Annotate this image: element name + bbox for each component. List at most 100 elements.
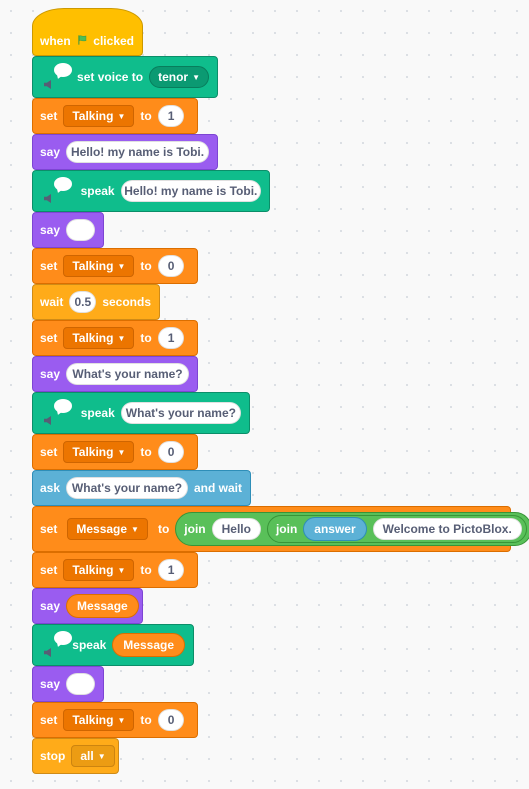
say-label: say	[40, 367, 61, 381]
speak-text-input[interactable]: Hello! my name is Tobi.	[120, 180, 261, 202]
set-variable-block[interactable]: set Message▼ to join Hello join answer W…	[32, 506, 529, 552]
stop-label: stop	[40, 749, 66, 763]
say-text-input[interactable]	[66, 673, 95, 695]
chevron-down-icon: ▼	[117, 261, 126, 271]
value-input[interactable]: 0	[157, 441, 185, 463]
to-label: to	[140, 331, 152, 345]
variable-dropdown[interactable]: Talking▼	[63, 441, 135, 463]
join-operator[interactable]: join Hello join answer Welcome to PictoB…	[175, 512, 529, 546]
when-label: when	[40, 34, 71, 48]
text-to-speech-icon	[42, 399, 75, 427]
say-label: say	[40, 599, 61, 613]
join-label: join	[275, 522, 298, 536]
green-flag-icon	[78, 35, 86, 45]
set-label: set	[40, 445, 58, 459]
say-label: say	[40, 145, 61, 159]
say-block[interactable]: say	[32, 212, 104, 248]
set-variable-block[interactable]: set Talking▼ to 1	[32, 552, 198, 588]
and-wait-label: and wait	[193, 481, 242, 495]
value-input[interactable]: 0	[157, 255, 185, 277]
variable-dropdown[interactable]: Message▼	[67, 518, 148, 540]
when-flag-clicked-block[interactable]: when clicked	[32, 8, 143, 56]
variable-name: Talking	[72, 713, 114, 727]
variable-name: Message	[76, 522, 128, 536]
set-label: set	[40, 522, 58, 536]
chevron-down-icon: ▼	[97, 751, 106, 761]
stop-option-dropdown[interactable]: all▼	[71, 745, 115, 767]
chevron-down-icon: ▼	[117, 111, 126, 121]
speak-block[interactable]: speak What's your name?	[32, 392, 250, 434]
speak-block[interactable]: speak Message	[32, 624, 194, 666]
set-variable-block[interactable]: set Talking▼ to 1	[32, 320, 198, 356]
text-to-speech-icon	[42, 177, 75, 205]
to-label: to	[140, 259, 152, 273]
text-to-speech-icon	[42, 63, 72, 91]
set-variable-block[interactable]: set Talking▼ to 0	[32, 434, 198, 470]
variable-name: Talking	[72, 445, 114, 459]
say-block[interactable]: say Message	[32, 588, 143, 624]
say-block[interactable]: say	[32, 666, 104, 702]
set-variable-block[interactable]: set Talking▼ to 1	[32, 98, 198, 134]
join-operator[interactable]: join answer Welcome to PictoBlox.	[266, 515, 527, 543]
clicked-label: clicked	[93, 34, 134, 48]
answer-reporter[interactable]: answer	[303, 517, 367, 541]
to-label: to	[140, 445, 152, 459]
set-variable-block[interactable]: set Talking▼ to 0	[32, 248, 198, 284]
join-label: join	[184, 522, 206, 536]
stop-block[interactable]: stop all▼	[32, 738, 119, 774]
chevron-down-icon: ▼	[131, 524, 139, 534]
say-block[interactable]: say What's your name?	[32, 356, 198, 392]
message-reporter[interactable]: Message	[66, 594, 139, 618]
set-label: set	[40, 109, 58, 123]
variable-name: Talking	[72, 563, 114, 577]
ask-and-wait-block[interactable]: ask What's your name? and wait	[32, 470, 251, 506]
say-text-input[interactable]: What's your name?	[66, 363, 189, 385]
ask-text-input[interactable]: What's your name?	[66, 477, 188, 499]
speak-label: speak	[80, 184, 115, 198]
variable-dropdown[interactable]: Talking▼	[63, 105, 135, 127]
variable-dropdown[interactable]: Talking▼	[63, 559, 135, 581]
set-voice-label: set voice to	[77, 70, 144, 84]
variable-dropdown[interactable]: Talking▼	[63, 709, 135, 731]
wait-seconds-input[interactable]: 0.5	[69, 291, 97, 313]
say-text-input[interactable]: Hello! my name is Tobi.	[66, 141, 209, 163]
speak-text-input[interactable]: What's your name?	[120, 402, 241, 424]
chevron-down-icon: ▼	[117, 565, 126, 575]
say-label: say	[40, 223, 61, 237]
variable-name: Talking	[72, 331, 114, 345]
set-label: set	[40, 331, 58, 345]
value-input[interactable]: 1	[157, 105, 185, 127]
join-text-input[interactable]: Welcome to PictoBlox.	[372, 518, 522, 540]
value-input[interactable]: 1	[157, 559, 185, 581]
voice-dropdown[interactable]: tenor▼	[149, 66, 209, 88]
speak-block[interactable]: speak Hello! my name is Tobi.	[32, 170, 270, 212]
voice-value: tenor	[158, 70, 189, 84]
wait-label: wait	[40, 295, 64, 309]
value-input[interactable]: 0	[157, 709, 185, 731]
variable-name: Talking	[72, 259, 114, 273]
say-block[interactable]: say Hello! my name is Tobi.	[32, 134, 218, 170]
to-label: to	[157, 522, 170, 536]
say-text-input[interactable]	[66, 219, 95, 241]
ask-label: ask	[40, 481, 61, 495]
stop-option-value: all	[80, 749, 94, 763]
variable-name: Talking	[72, 109, 114, 123]
variable-dropdown[interactable]: Talking▼	[63, 327, 135, 349]
variable-dropdown[interactable]: Talking▼	[63, 255, 135, 277]
set-label: set	[40, 259, 58, 273]
set-variable-block[interactable]: set Talking▼ to 0	[32, 702, 198, 738]
join-text-input[interactable]: Hello	[211, 518, 261, 540]
to-label: to	[140, 109, 152, 123]
set-label: set	[40, 563, 58, 577]
set-label: set	[40, 713, 58, 727]
chevron-down-icon: ▼	[192, 72, 200, 82]
message-reporter[interactable]: Message	[112, 633, 185, 657]
value-input[interactable]: 1	[157, 327, 185, 349]
to-label: to	[140, 563, 152, 577]
chevron-down-icon: ▼	[117, 447, 126, 457]
seconds-label: seconds	[102, 295, 151, 309]
speak-label: speak	[72, 638, 107, 652]
chevron-down-icon: ▼	[117, 715, 126, 725]
set-voice-block[interactable]: set voice to tenor▼	[32, 56, 218, 98]
wait-block[interactable]: wait 0.5 seconds	[32, 284, 160, 320]
